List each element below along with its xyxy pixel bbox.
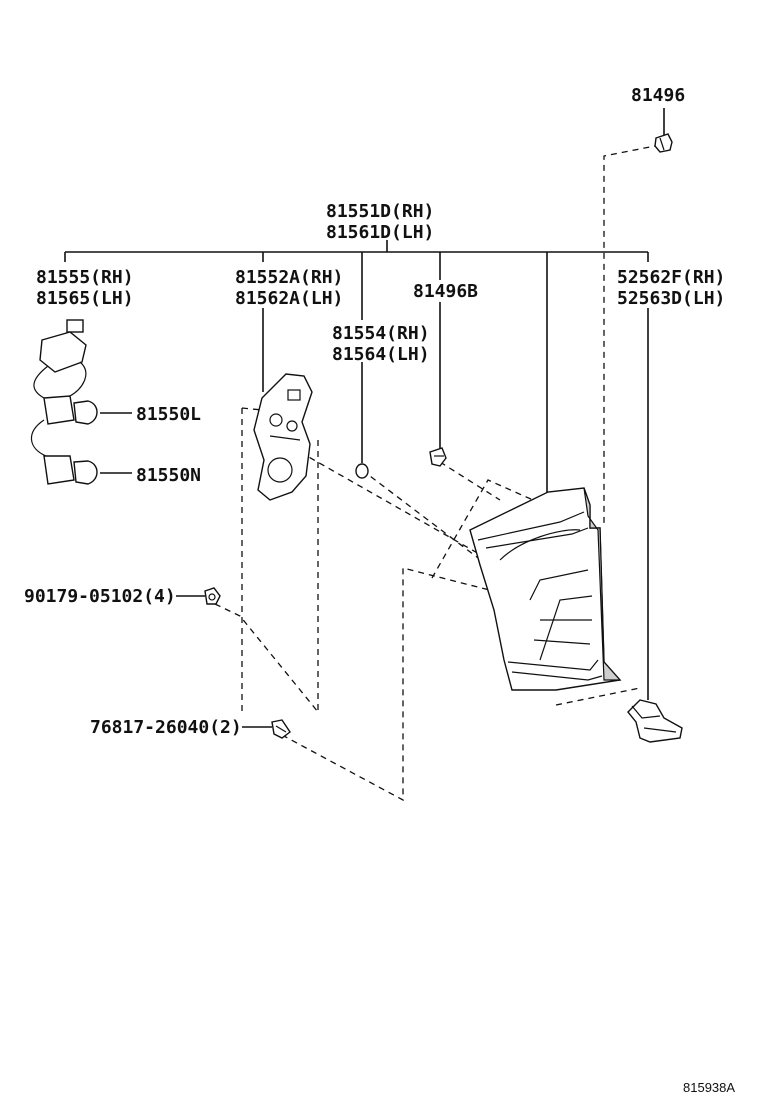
label-81550n: 81550N [136,465,201,486]
reference-code: 815938A [683,1080,735,1095]
label-52563d-lh: 52563D(LH) [617,288,725,309]
gasket-81554-icon [355,463,369,479]
wire-harness-81555-icon [30,319,98,485]
label-81496: 81496 [631,85,685,106]
nut-90179-icon [204,587,221,605]
label-81564-lh: 81564(LH) [332,344,430,365]
label-81552a-rh: 81552A(RH) [235,267,343,288]
harness-clamp-52562f-icon [627,699,683,743]
clip-81496-icon [654,133,673,153]
label-81551d-rh: 81551D(RH) [326,201,434,222]
label-90179-05102: 90179-05102(4) [24,586,176,607]
label-81496b: 81496B [413,281,478,302]
socket-plate-81552a-icon [253,373,313,501]
clip-76817-icon [271,719,291,739]
label-76817-26040: 76817-26040(2) [90,717,242,738]
rear-lamp-assembly-icon [469,487,622,691]
part-labels: 81496 81551D(RH) 81561D(LH) 81555(RH) 81… [24,85,735,1095]
label-81550l: 81550L [136,404,201,425]
label-81565-lh: 81565(LH) [36,288,134,309]
leader-lines [64,108,665,728]
label-81561d-lh: 81561D(LH) [326,222,434,243]
label-81562a-lh: 81562A(LH) [235,288,343,309]
label-81555-rh: 81555(RH) [36,267,134,288]
label-52562f-rh: 52562F(RH) [617,267,725,288]
label-81554-rh: 81554(RH) [332,323,430,344]
screw-81496b-icon [429,447,447,467]
